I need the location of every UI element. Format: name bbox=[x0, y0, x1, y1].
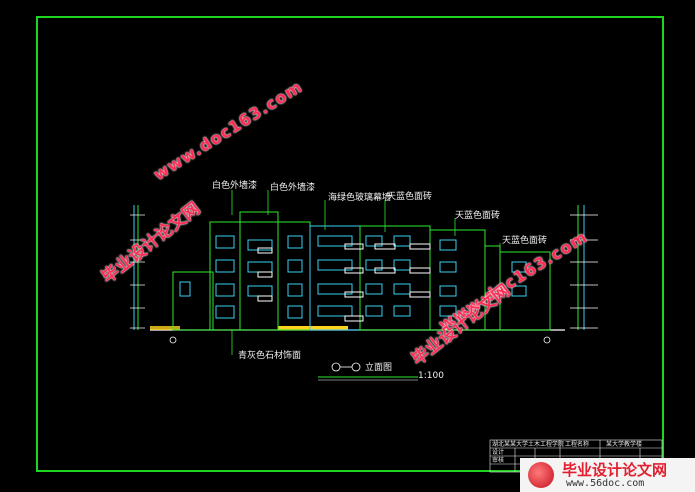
label-sky-blue-2: 天蓝色面砖 bbox=[455, 209, 500, 221]
brand-name: 毕业设计论文网 bbox=[562, 461, 668, 479]
label-glass-wall: 海绿色玻璃幕墙 bbox=[328, 191, 391, 203]
label-stone: 青灰色石材饰面 bbox=[238, 349, 301, 361]
view-title-text: 立面图 bbox=[365, 361, 392, 373]
label-white-wall-2: 白色外墙漆 bbox=[270, 181, 315, 193]
left-dimension-column bbox=[130, 205, 145, 330]
stone-base bbox=[278, 326, 348, 330]
title-block-school: 湖北某某大学土木工程学院 bbox=[492, 440, 564, 448]
axis-marker-right bbox=[543, 336, 551, 344]
brand-logo-icon bbox=[528, 462, 554, 488]
brand-banner[interactable]: 毕业设计论文网 www.56doc.com bbox=[520, 458, 695, 492]
building-elevation bbox=[172, 211, 551, 331]
leader-lines bbox=[231, 190, 501, 355]
brand-url: www.56doc.com bbox=[566, 478, 645, 489]
title-block-row3: 审核 bbox=[492, 456, 504, 464]
drawing-frame bbox=[36, 16, 664, 472]
label-sky-blue-3: 天蓝色面砖 bbox=[502, 234, 547, 246]
scale-text: 1:100 bbox=[418, 371, 444, 381]
axis-marker-left bbox=[169, 336, 177, 344]
title-block-project-label: 工程名称 bbox=[565, 440, 589, 448]
right-dimension-column bbox=[570, 205, 598, 330]
title-block-row2: 设计 bbox=[492, 448, 504, 456]
label-sky-blue-1: 天蓝色面砖 bbox=[387, 190, 432, 202]
windows bbox=[179, 235, 527, 319]
balconies bbox=[257, 243, 431, 322]
view-title: 立面图 bbox=[318, 361, 418, 381]
label-white-wall-1: 白色外墙漆 bbox=[212, 179, 257, 191]
title-block-project-name: 某大学教学楼 bbox=[606, 440, 642, 448]
